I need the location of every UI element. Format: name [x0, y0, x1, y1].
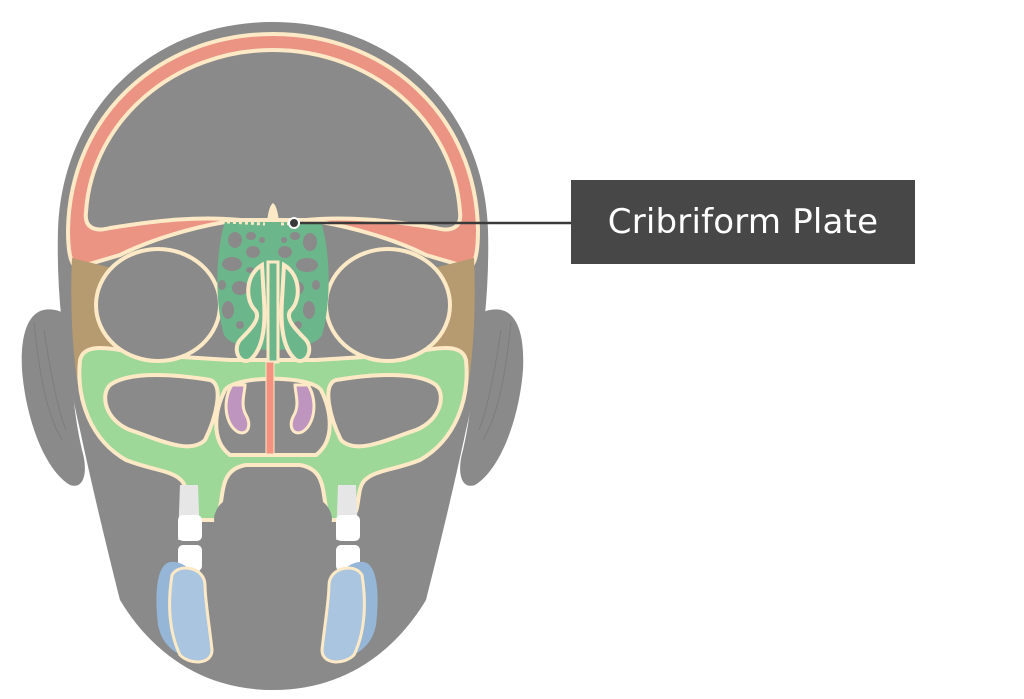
left-orbit [94, 247, 222, 363]
crista-galli [267, 203, 279, 222]
pointer-marker [288, 217, 300, 229]
left-inferior-concha [224, 383, 251, 435]
cribriform-plate [226, 220, 301, 226]
frontal-bone [65, 31, 481, 271]
oral-cavity [214, 500, 332, 525]
right-maxillary-sinus [326, 373, 443, 449]
structure-label: Cribriform Plate [571, 180, 915, 264]
left-mandible [156, 561, 214, 664]
structure-label-text: Cribriform Plate [607, 202, 879, 242]
left-maxillary-sinus [103, 373, 220, 449]
right-mandible [320, 561, 378, 664]
nasal-septum [265, 361, 275, 455]
right-inferior-concha [289, 383, 316, 435]
ethmoid-bone [217, 203, 329, 364]
right-orbit [324, 247, 452, 363]
